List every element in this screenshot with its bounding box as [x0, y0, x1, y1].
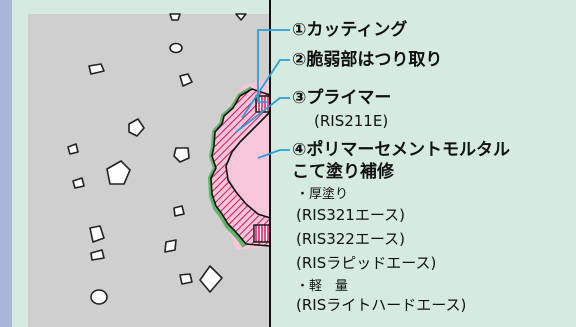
label-primer-product: (RIS211E) [314, 112, 389, 130]
label-thick-product-1: (RIS321エース) [296, 206, 405, 224]
label-primer: ③プライマー [292, 88, 392, 108]
label-trowel-repair: こて塗り補修 [292, 162, 394, 182]
label-thick-product-2: (RIS322エース) [296, 230, 405, 248]
label-cutting: ①カッティング [292, 20, 408, 40]
label-polymer-mortar: ④ポリマーセメントモルタル [292, 140, 511, 160]
label-brittle-removal: ②脆弱部はつり取り [292, 50, 443, 70]
cut-block-bottom [253, 224, 271, 243]
aggregate-stones [67, 13, 247, 305]
label-lightweight: ・軽 量 [296, 279, 349, 294]
label-lightweight-product: (RISライトハードエース) [296, 296, 467, 314]
label-thick-product-3: (RISラピッドエース) [296, 254, 437, 272]
label-thick-coat: ・厚塗り [296, 187, 349, 202]
concrete-wall [28, 14, 270, 327]
leader-lines [235, 29, 290, 159]
chipped-zone [210, 88, 271, 247]
